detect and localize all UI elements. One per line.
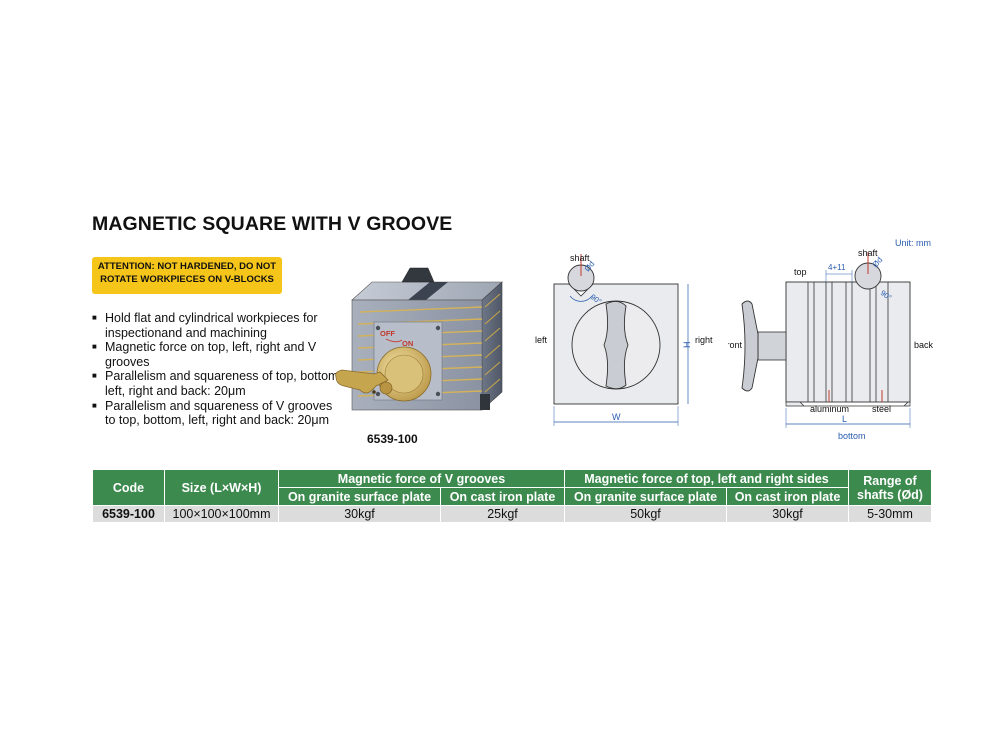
table-row: 6539-100 100×100×100mm 30kgf 25kgf 50kgf…: [92, 505, 932, 523]
cell-s-cast: 30kgf: [726, 505, 849, 523]
product-code-label: 6539-100: [367, 432, 418, 446]
length-label: L: [842, 414, 847, 424]
side-view-diagram: shaft Ød 90° 4+11 top front back aluminu…: [728, 248, 934, 441]
cell-code: 6539-100: [92, 505, 165, 523]
feature-item: Hold flat and cylindrical workpieces for…: [92, 311, 342, 340]
header-v-grooves: Magnetic force of V grooves: [278, 469, 565, 488]
side-shaft-label: shaft: [858, 248, 878, 258]
magnetic-block: OFF ON: [351, 267, 503, 411]
aluminum-label: aluminum: [810, 404, 849, 414]
front-view-diagram: shaft Ød 90° W H left right: [535, 253, 713, 426]
shaft-label: shaft: [570, 253, 590, 263]
steel-label: steel: [872, 404, 891, 414]
switch-on-label: ON: [402, 339, 413, 348]
feature-list: Hold flat and cylindrical workpieces for…: [92, 311, 342, 428]
cell-v-cast: 25kgf: [440, 505, 565, 523]
product-image: OFF ON: [335, 267, 503, 411]
cell-v-granite: 30kgf: [278, 505, 441, 523]
feature-item: Magnetic force on top, left, right and V…: [92, 340, 342, 369]
header-cast-sides: On cast iron plate: [726, 487, 849, 506]
spec-table: Code Size (L×W×H) Magnetic force of V gr…: [92, 469, 932, 523]
feature-item: Parallelism and squareness of top, botto…: [92, 369, 342, 398]
header-cast-v: On cast iron plate: [440, 487, 565, 506]
back-label: back: [914, 340, 934, 350]
header-size: Size (L×W×H): [164, 469, 279, 506]
cell-size: 100×100×100mm: [164, 505, 279, 523]
height-label: H: [682, 342, 692, 349]
header-code: Code: [92, 469, 165, 506]
unit-label: Unit: mm: [895, 238, 931, 248]
top-label: top: [794, 267, 807, 277]
switch-handle: [335, 369, 393, 395]
front-label: front: [728, 340, 743, 350]
header-sides: Magnetic force of top, left and right si…: [564, 469, 849, 488]
left-label: left: [535, 335, 548, 345]
header-range: Range of shafts (Ød): [848, 469, 932, 506]
right-label: right: [695, 335, 713, 345]
cell-range: 5-30mm: [848, 505, 932, 523]
page-title: MAGNETIC SQUARE WITH V GROOVE: [92, 213, 453, 235]
groove-dimension-label: 4+11: [828, 263, 846, 272]
switch-off-label: OFF: [380, 329, 395, 338]
header-granite-sides: On granite surface plate: [564, 487, 727, 506]
header-granite-v: On granite surface plate: [278, 487, 441, 506]
cell-s-granite: 50kgf: [564, 505, 727, 523]
attention-banner: ATTENTION: NOT HARDENED, DO NOT ROTATE W…: [92, 257, 282, 294]
bottom-label: bottom: [838, 431, 866, 441]
feature-item: Parallelism and squareness of V grooves …: [92, 399, 342, 428]
width-label: W: [612, 412, 621, 422]
